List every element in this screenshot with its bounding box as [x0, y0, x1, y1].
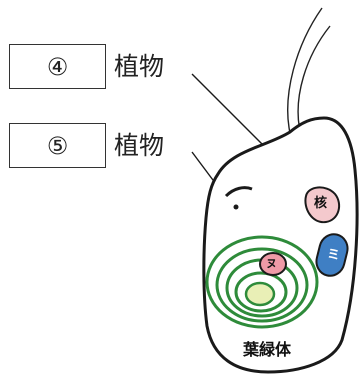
- blank-box-5: ⑤: [9, 123, 106, 168]
- kingdom-label-5: 植物: [114, 133, 164, 158]
- chloroplast-caption: 葉緑体: [243, 342, 291, 358]
- mitochondrion-label: ミ: [327, 249, 340, 262]
- kingdom-label-4: 植物: [114, 54, 164, 79]
- vacuole-label: ヌ: [266, 258, 277, 269]
- nucleus-label: 核: [314, 197, 327, 210]
- blank-number-5: ⑤: [47, 132, 69, 160]
- blank-number-4: ④: [47, 53, 69, 81]
- blank-box-4: ④: [9, 44, 106, 89]
- cell-dot: [234, 205, 239, 210]
